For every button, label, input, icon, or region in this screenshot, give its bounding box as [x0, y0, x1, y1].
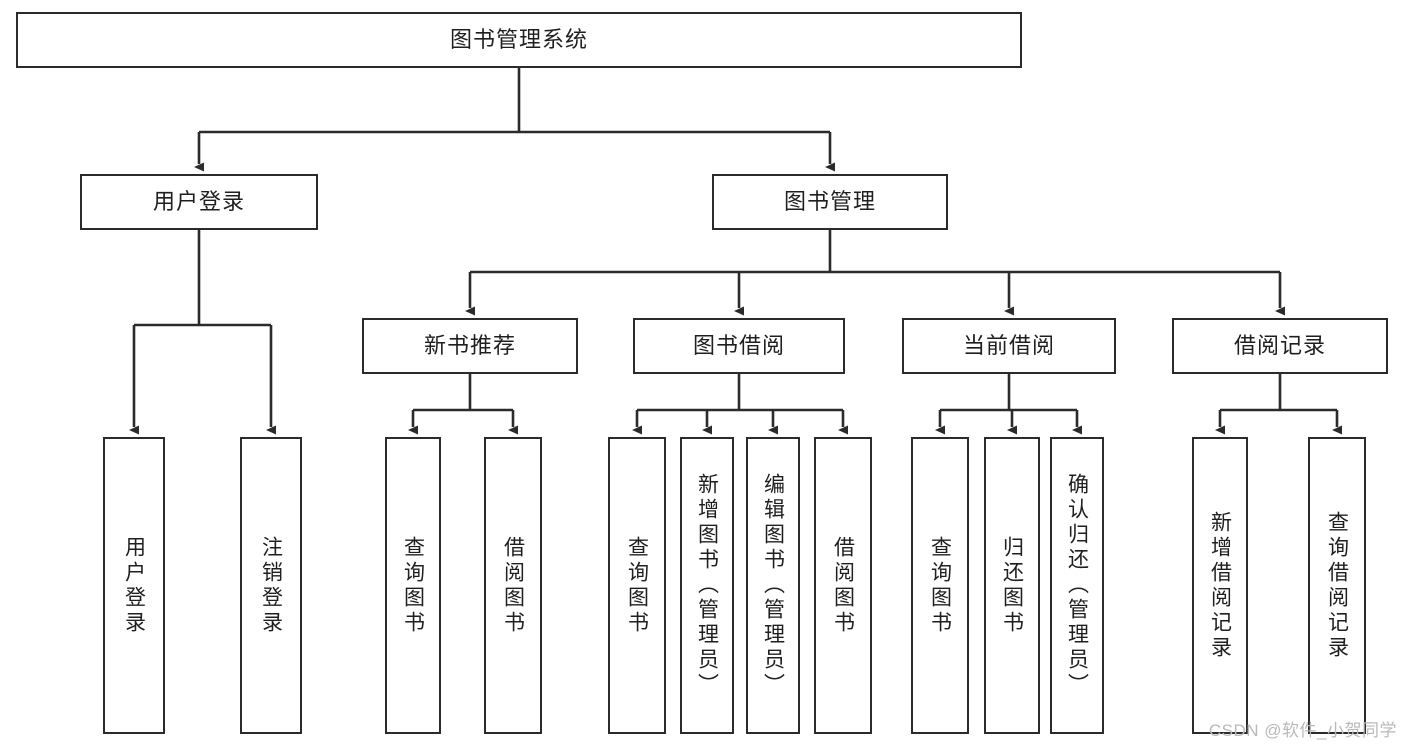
node-label: 当前借阅	[962, 333, 1055, 359]
node-label: 查询图书	[625, 535, 649, 636]
node-label: 图书管理系统	[449, 27, 588, 53]
node-user-login[interactable]: 用户登录	[80, 174, 318, 230]
node-label: 查询图书	[928, 535, 952, 636]
node-leaf-borrow-book-2[interactable]: 借阅图书	[814, 437, 872, 734]
node-label: 确认归还（管理员）	[1065, 473, 1089, 698]
node-leaf-add-borrow-record[interactable]: 新增借阅记录	[1192, 437, 1248, 734]
node-leaf-query-book-2[interactable]: 查询图书	[608, 437, 666, 734]
node-label: 新书推荐	[423, 333, 516, 359]
node-borrow-record[interactable]: 借阅记录	[1172, 318, 1388, 374]
node-label: 图书管理	[783, 189, 876, 215]
node-leaf-borrow-book-1[interactable]: 借阅图书	[484, 437, 542, 734]
node-root[interactable]: 图书管理系统	[16, 12, 1022, 68]
node-book-borrow[interactable]: 图书借阅	[633, 318, 845, 374]
node-current-borrow[interactable]: 当前借阅	[902, 318, 1116, 374]
csdn-watermark: CSDN @软件_小贺同学	[1208, 721, 1397, 740]
node-leaf-query-book-1[interactable]: 查询图书	[385, 437, 441, 734]
node-label: 新增图书（管理员）	[695, 473, 719, 698]
node-label: 查询借阅记录	[1325, 510, 1349, 661]
node-book-manage[interactable]: 图书管理	[712, 174, 948, 230]
node-label: 图书借阅	[692, 333, 785, 359]
node-label: 新增借阅记录	[1208, 510, 1232, 661]
node-label: 编辑图书（管理员）	[761, 473, 785, 698]
node-label: 借阅图书	[831, 535, 855, 636]
node-leaf-user-login[interactable]: 用户登录	[103, 437, 165, 734]
node-label: 借阅图书	[501, 535, 525, 636]
node-leaf-logout[interactable]: 注销登录	[240, 437, 302, 734]
node-leaf-confirm-return[interactable]: 确认归还（管理员）	[1050, 437, 1104, 734]
node-leaf-edit-book[interactable]: 编辑图书（管理员）	[746, 437, 800, 734]
node-label: 借阅记录	[1233, 333, 1326, 359]
node-leaf-query-book-3[interactable]: 查询图书	[911, 437, 969, 734]
node-label: 用户登录	[122, 535, 146, 636]
node-label: 查询图书	[401, 535, 425, 636]
node-leaf-query-borrow-record[interactable]: 查询借阅记录	[1308, 437, 1366, 734]
node-label: 注销登录	[259, 535, 283, 636]
node-label: 归还图书	[1000, 535, 1024, 636]
node-leaf-return-book[interactable]: 归还图书	[984, 437, 1040, 734]
node-label: 用户登录	[152, 189, 245, 215]
node-new-book-recommend[interactable]: 新书推荐	[362, 318, 578, 374]
node-leaf-add-book[interactable]: 新增图书（管理员）	[680, 437, 734, 734]
